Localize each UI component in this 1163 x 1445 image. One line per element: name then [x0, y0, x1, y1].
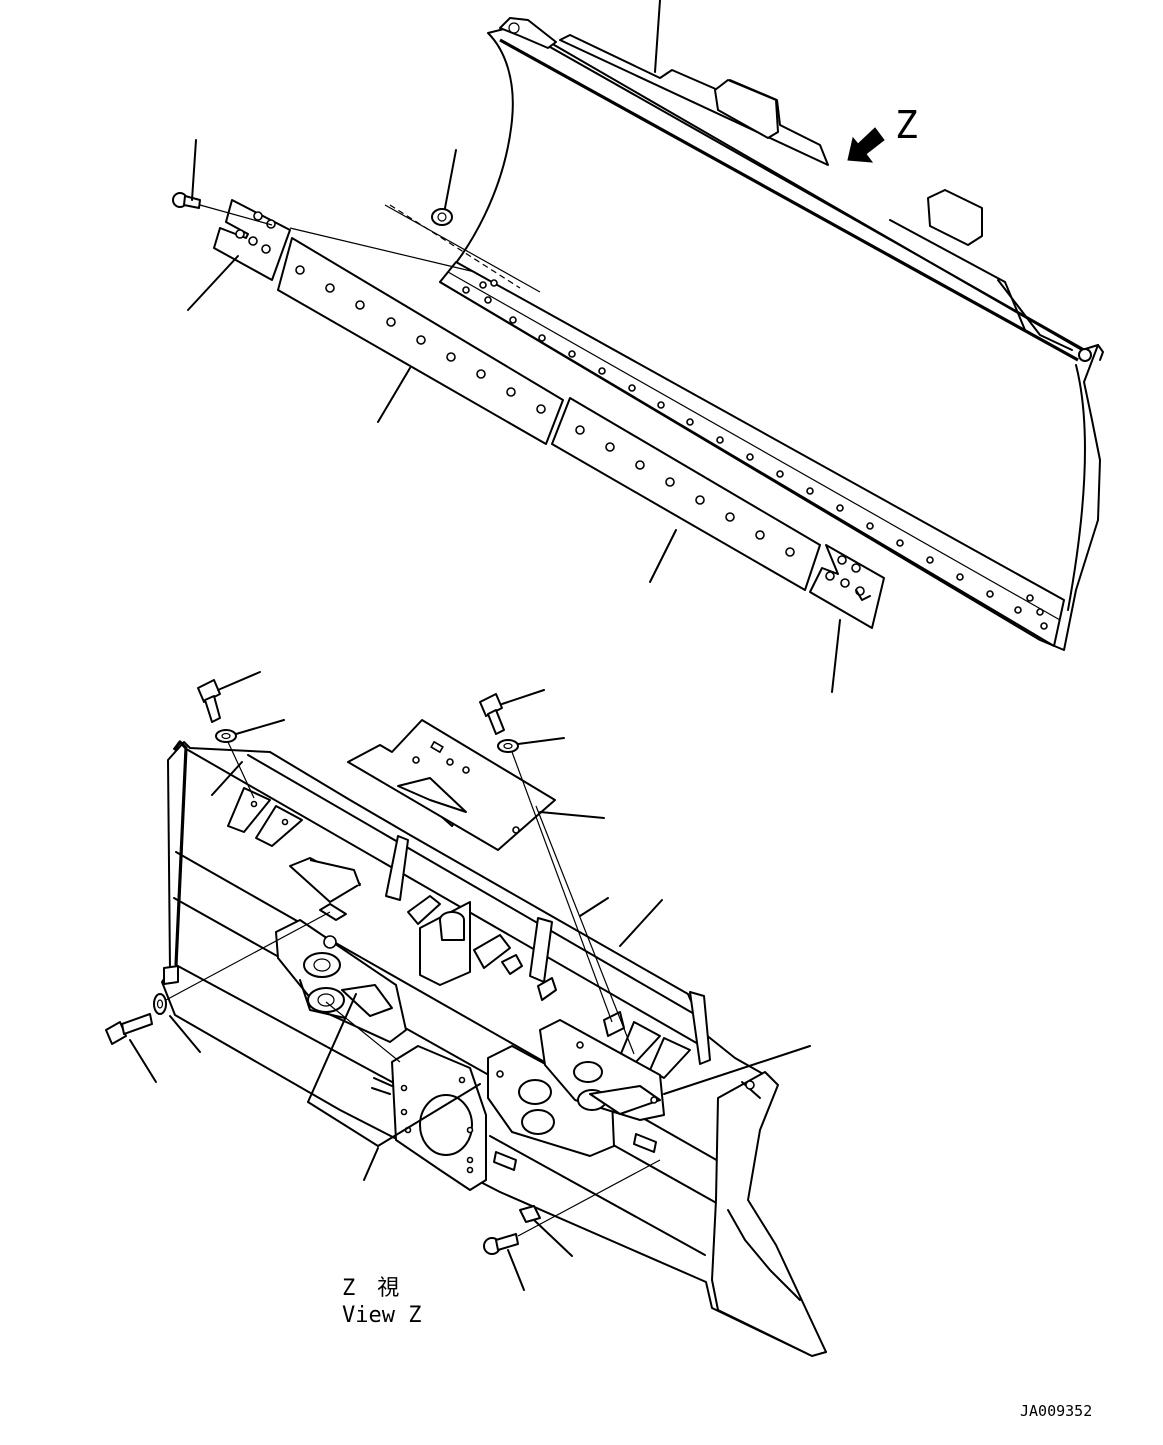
blade-moldboard — [439, 24, 1101, 651]
center-trunnion-plate — [371, 1045, 487, 1191]
view-caption-japanese: Z 視 — [342, 1276, 399, 1301]
trunnion-bracket-left — [275, 919, 407, 1043]
square-washer — [517, 1159, 661, 1257]
mount-bolt-holes — [462, 279, 1048, 630]
view-caption-english: View Z — [342, 1303, 421, 1328]
view-z-arrow — [847, 127, 885, 163]
trunnion-bracket-right — [487, 1019, 665, 1157]
washer-rear-top-center — [497, 737, 613, 1023]
drawing-number: JA009352 — [1020, 1402, 1092, 1420]
washer-rear-left — [153, 911, 331, 1053]
bolt-left — [172, 139, 273, 226]
top-cover-plate — [347, 719, 556, 851]
center-pivot-bracket — [407, 895, 625, 1037]
blade-front-view: Z — [172, 0, 1104, 693]
bolt-rear-left — [105, 1013, 157, 1083]
bolt-rear-top-center — [479, 689, 545, 735]
bolt-rear-top-left — [197, 671, 261, 723]
bolt-rear-bottom — [483, 1233, 525, 1291]
nut — [431, 149, 457, 226]
cutting-edge-right — [551, 397, 821, 591]
washer-rear-top-left — [215, 719, 285, 799]
blade-rear-view — [105, 671, 827, 1357]
view-z-arrow-label: Z — [895, 103, 918, 147]
